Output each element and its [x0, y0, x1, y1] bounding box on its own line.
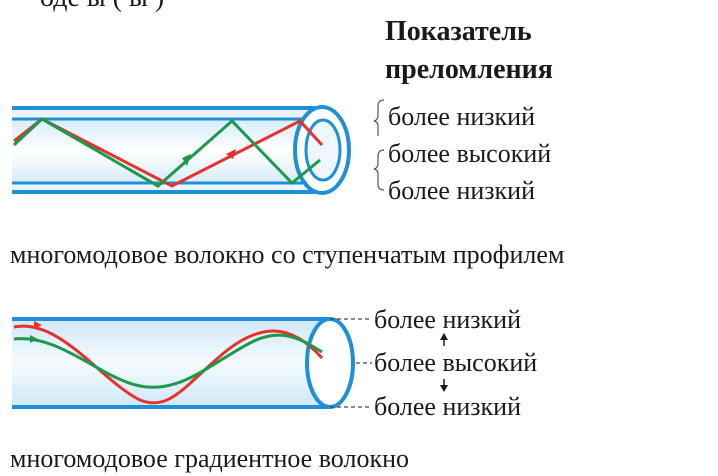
step-red-arrowhead: [226, 149, 236, 159]
graded-index-caption: многомодовое градиентное волокно: [10, 444, 409, 473]
graded-red-ray: [13, 324, 324, 405]
graded-green-ray: [13, 333, 323, 389]
step-braces: [373, 99, 385, 191]
top-cut-text: оде ы ( ы ): [40, 0, 164, 13]
step-index-fiber: [12, 105, 351, 195]
graded-leader-lines: [330, 318, 372, 408]
header-title-line1: Показатель: [385, 16, 532, 47]
step-index-caption: многомодовое волокно со ступенчатым проф…: [10, 240, 564, 269]
graded-label-lower-bottom: более низкий: [374, 392, 521, 421]
step-green-ray: [12, 117, 321, 188]
graded-index-fiber: [12, 317, 355, 409]
graded-core: [12, 319, 329, 407]
header-title-line2: преломления: [385, 54, 553, 85]
graded-label-higher: более высокий: [374, 348, 537, 377]
step-label-higher: более высокий: [388, 139, 551, 168]
graded-label-lower-top: более низкий: [374, 305, 521, 334]
graded-end-ellipse: [305, 317, 355, 409]
step-label-lower-top: более низкий: [388, 102, 535, 131]
graded-gradient-arrows: [440, 333, 448, 392]
graded-green-arrowhead: [30, 335, 38, 343]
step-end-inner-ellipse: [304, 118, 342, 182]
step-label-lower-bottom: более низкий: [388, 176, 535, 205]
graded-red-arrowhead: [34, 321, 42, 329]
step-green-arrowhead: [182, 154, 191, 166]
